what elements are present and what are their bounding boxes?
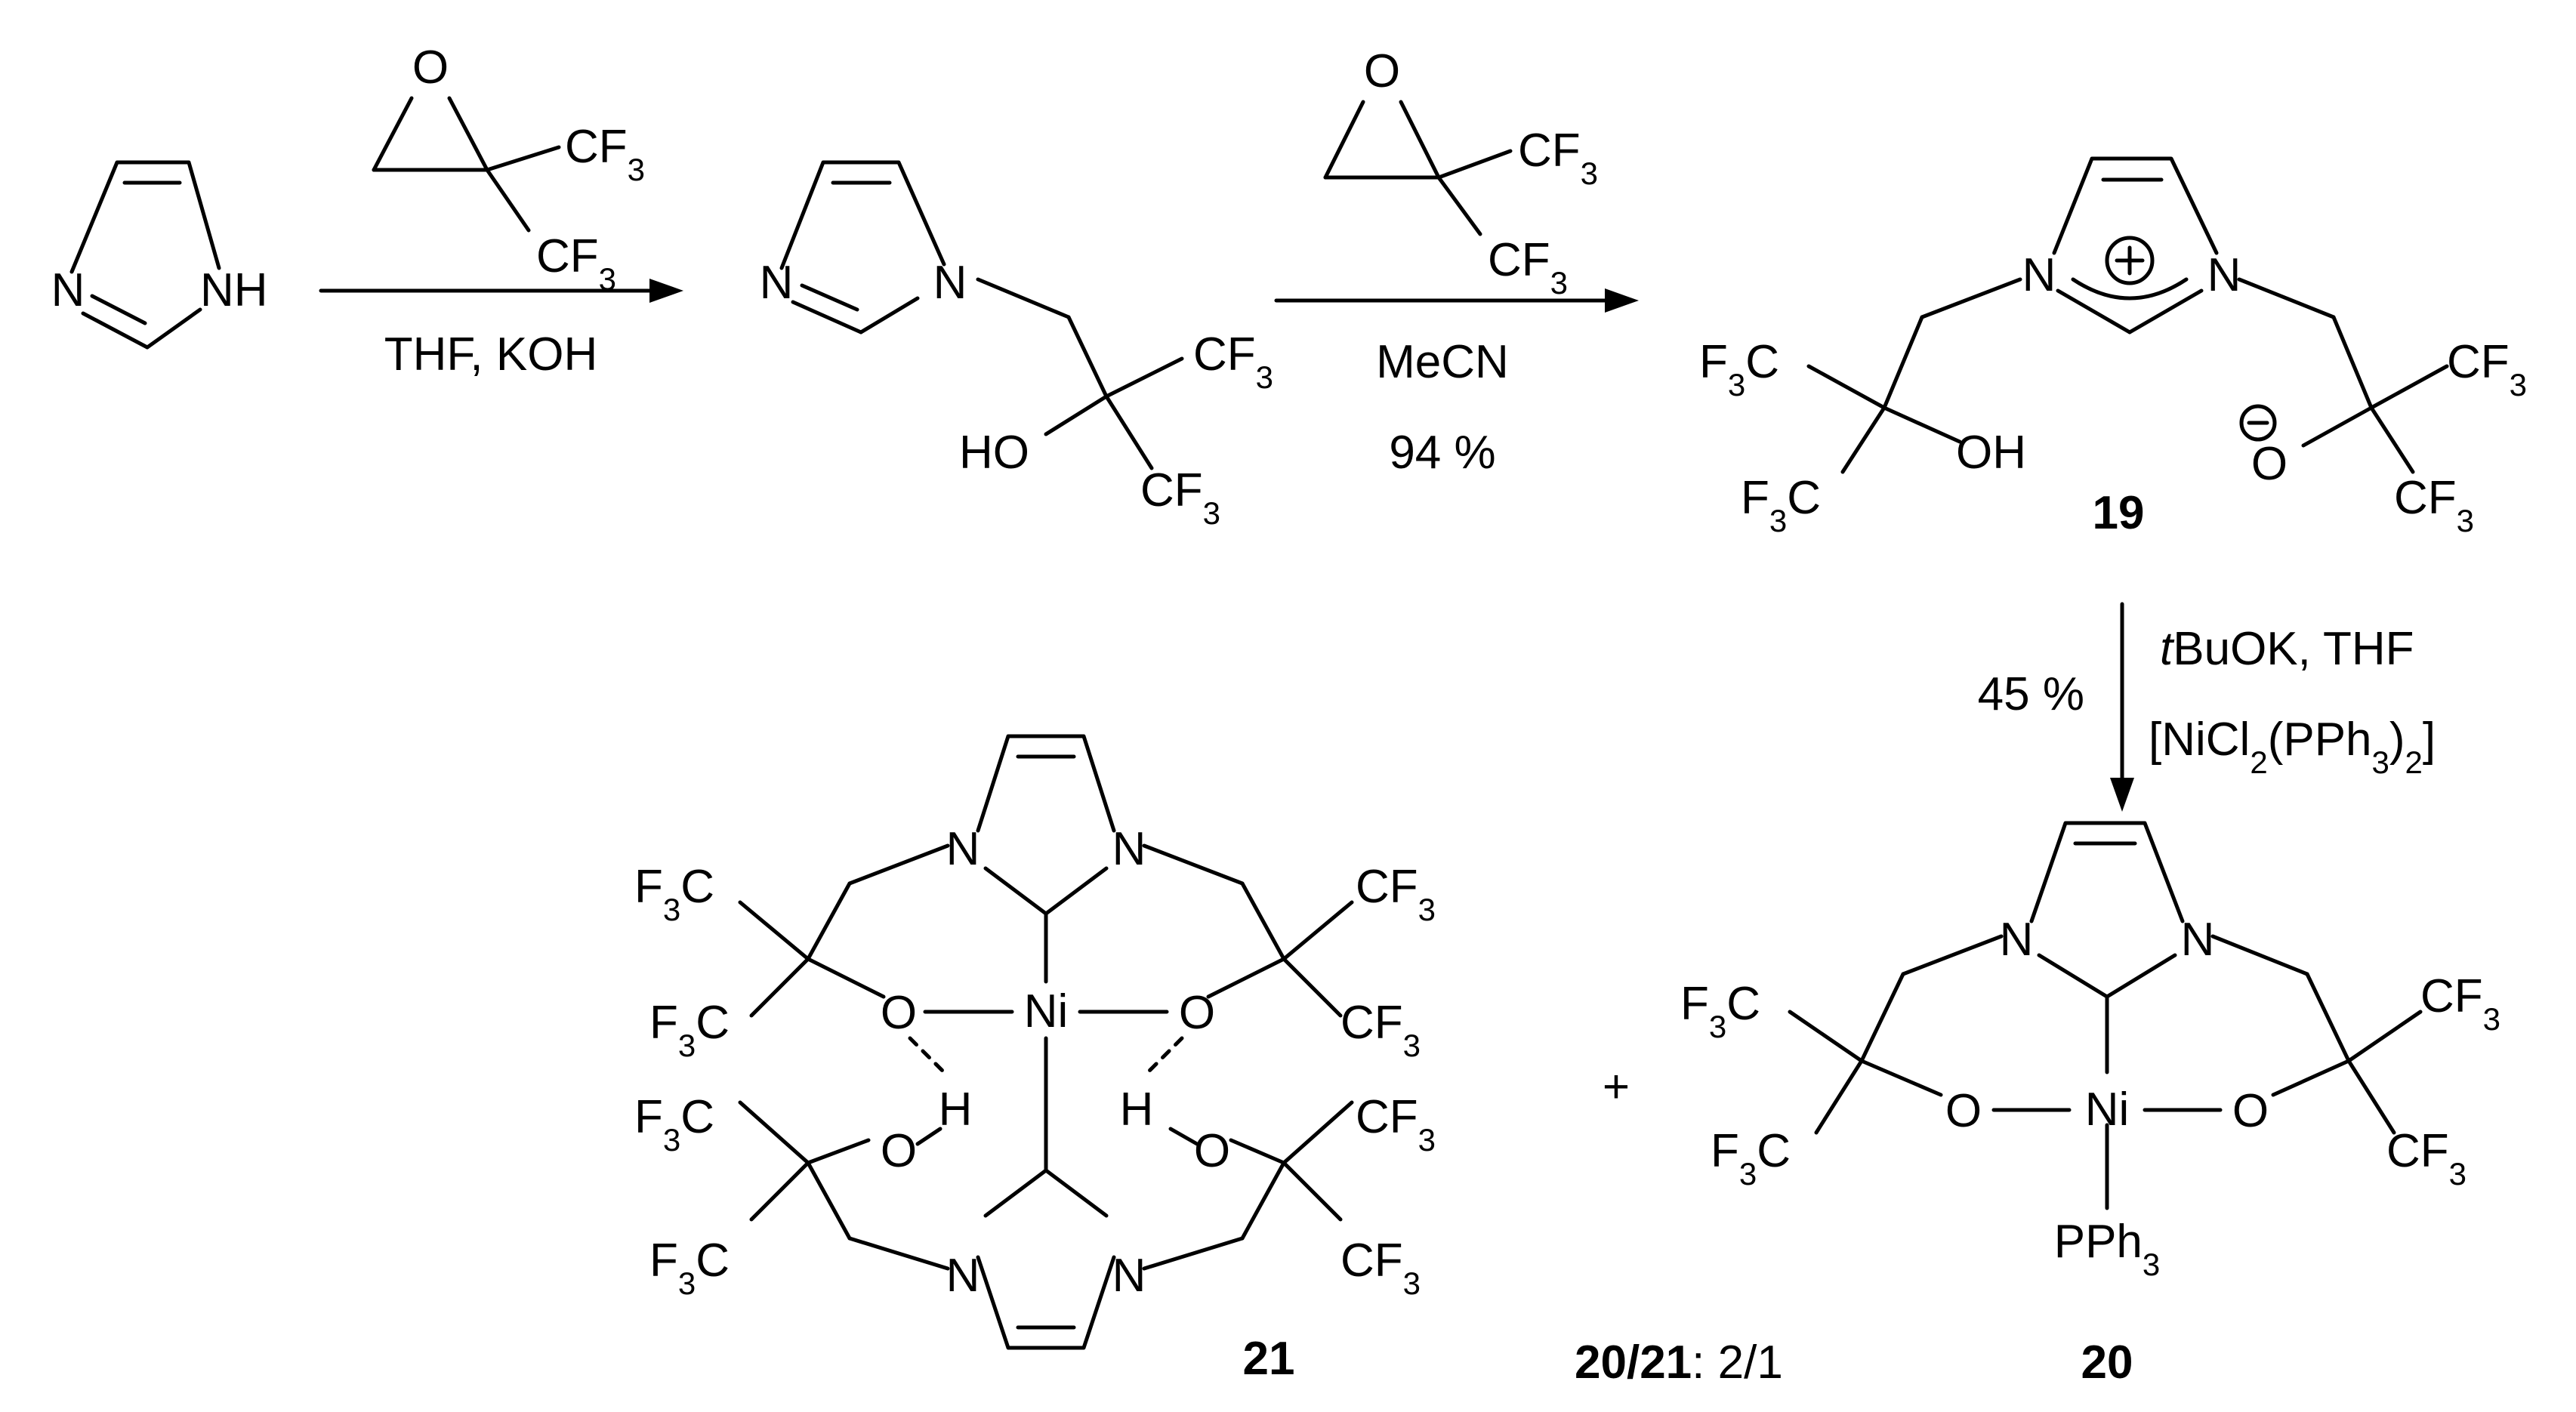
compound-20-molecule: N N Ni O O PPh3 F3C F3C CF3 CF3 — [1680, 821, 2500, 1282]
atom-n: N — [946, 823, 980, 875]
cf3-label: CF3 — [1356, 1091, 1436, 1158]
atom-o: O — [2251, 438, 2288, 490]
compound-21-number: 21 — [1243, 1333, 1295, 1385]
cf3-label: CF3 — [1340, 997, 1421, 1063]
alkyl-imidazole-molecule: N N CF3 CF3 HO — [760, 160, 1273, 531]
f3c-label: F3C — [649, 1235, 730, 1301]
cf3-label: CF3 — [1518, 125, 1598, 191]
atom-o: O — [412, 42, 449, 94]
cf3-label: CF3 — [2394, 472, 2474, 538]
f3c-label: F3C — [1741, 472, 1821, 538]
atom-n: N — [2181, 914, 2215, 966]
nickel-atom: Ni — [1024, 985, 1069, 1037]
atom-n: N — [1112, 1250, 1146, 1302]
compound-21-molecule: N N Ni O O H H O O N N F3C F3C F3C F3C C… — [634, 734, 1436, 1350]
cf3-label: CF3 — [1193, 328, 1273, 395]
reaction-arrow-3 — [2110, 602, 2134, 812]
oh-label: OH — [1956, 427, 2026, 479]
reaction-arrow-1 — [319, 279, 683, 303]
atom-o: O — [1179, 987, 1215, 1039]
cf3-label: CF3 — [565, 121, 645, 187]
f3c-label: F3C — [649, 997, 730, 1063]
atom-nh: NH — [200, 264, 268, 316]
step1-conditions: THF, KOH — [384, 328, 597, 381]
step3-yield: 45 % — [1978, 668, 2084, 720]
step2-solvent: MeCN — [1376, 336, 1509, 388]
plus-sign: + — [1603, 1061, 1630, 1113]
atom-n: N — [946, 1250, 980, 1302]
ratio-label: 20/21 — [1575, 1336, 1692, 1389]
step3-catalyst: [NiCl2(PPh3)2] — [2149, 714, 2436, 780]
compound-19-molecule: N N F3C F3C OH O CF3 CF3 — [1699, 156, 2527, 538]
atom-n: N — [1112, 823, 1146, 875]
imidazole-molecule: N NH — [51, 160, 268, 350]
f3c-label: F3C — [1699, 336, 1779, 402]
ratio-value: : 2/1 — [1692, 1336, 1783, 1389]
product-ratio: 20/21: 2/1 — [1575, 1336, 1783, 1389]
cf3-label: CF3 — [1488, 234, 1568, 301]
atom-o: O — [881, 987, 917, 1039]
cf3-label: CF3 — [1140, 464, 1220, 531]
atom-n: N — [51, 264, 85, 316]
cf3-label: CF3 — [1340, 1235, 1421, 1301]
cf3-label: CF3 — [2447, 336, 2527, 402]
cf3-label: CF3 — [2386, 1125, 2466, 1192]
compound-19-number: 19 — [2093, 487, 2145, 539]
ho-label: HO — [959, 427, 1029, 479]
atom-h: H — [939, 1084, 973, 1136]
f3c-label: F3C — [1680, 978, 1760, 1044]
cf3-label: CF3 — [1356, 861, 1436, 927]
step3-base: tBuOK, THF — [2160, 623, 2414, 675]
atom-o: O — [881, 1125, 917, 1177]
atom-n: N — [933, 257, 967, 309]
atom-n: N — [2022, 249, 2056, 301]
step2-yield: 94 % — [1389, 427, 1495, 479]
f3c-label: F3C — [1711, 1125, 1791, 1192]
epoxide-reagent-1: O CF3 CF3 — [372, 42, 645, 297]
atom-o: O — [2232, 1085, 2269, 1137]
f3c-label: F3C — [634, 1091, 714, 1158]
atom-o: O — [1364, 45, 1400, 97]
atom-o: O — [1945, 1085, 1982, 1137]
f3c-label: F3C — [634, 861, 714, 927]
reaction-arrow-2 — [1274, 288, 1639, 313]
compound-20-number: 20 — [2081, 1336, 2133, 1389]
atom-o: O — [1194, 1125, 1230, 1177]
atom-n: N — [2000, 914, 2034, 966]
cf3-label: CF3 — [536, 230, 616, 297]
nickel-atom: Ni — [2085, 1084, 2130, 1136]
atom-h: H — [1120, 1084, 1154, 1136]
epoxide-reagent-2: O CF3 CF3 — [1323, 45, 1598, 301]
pph3-label: PPh3 — [2054, 1216, 2161, 1282]
cf3-label: CF3 — [2420, 970, 2500, 1037]
atom-n: N — [760, 257, 794, 309]
atom-n: N — [2207, 249, 2241, 301]
